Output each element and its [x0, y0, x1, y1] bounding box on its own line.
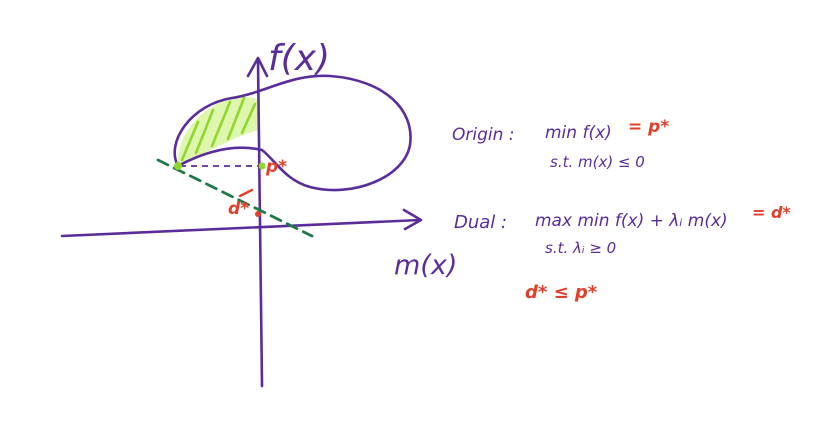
- origin-value: = p*: [628, 117, 669, 137]
- p-star-point: [258, 162, 266, 170]
- d-star-label: d*: [228, 199, 249, 219]
- dual-value: = d*: [752, 203, 791, 222]
- supporting-line: [156, 158, 314, 238]
- duality-inequality: d* ≤ p*: [525, 282, 598, 303]
- tangent-point: [174, 162, 182, 170]
- p-star-label: p*: [265, 157, 287, 177]
- x-axis: [60, 218, 422, 238]
- dual-objective: max min f(x) + λᵢ m(x): [535, 211, 728, 231]
- arrow-right-icon: [402, 208, 423, 231]
- arrow-up-icon: [246, 56, 269, 78]
- feasible-set-curve: [173, 74, 412, 192]
- origin-objective: min f(x): [545, 123, 612, 143]
- y-axis-label: f(x): [268, 38, 330, 79]
- origin-heading: Origin :: [452, 125, 515, 145]
- dual-heading: Dual :: [454, 212, 507, 233]
- d-star-pointer: [238, 188, 254, 198]
- hatched-region: [177, 96, 258, 166]
- dual-constraint: s.t. λᵢ ≥ 0: [545, 239, 616, 257]
- d-star-point: [255, 211, 261, 217]
- x-axis-label: m(x): [394, 250, 457, 281]
- origin-constraint: s.t. m(x) ≤ 0: [550, 153, 645, 171]
- y-axis: [256, 58, 264, 388]
